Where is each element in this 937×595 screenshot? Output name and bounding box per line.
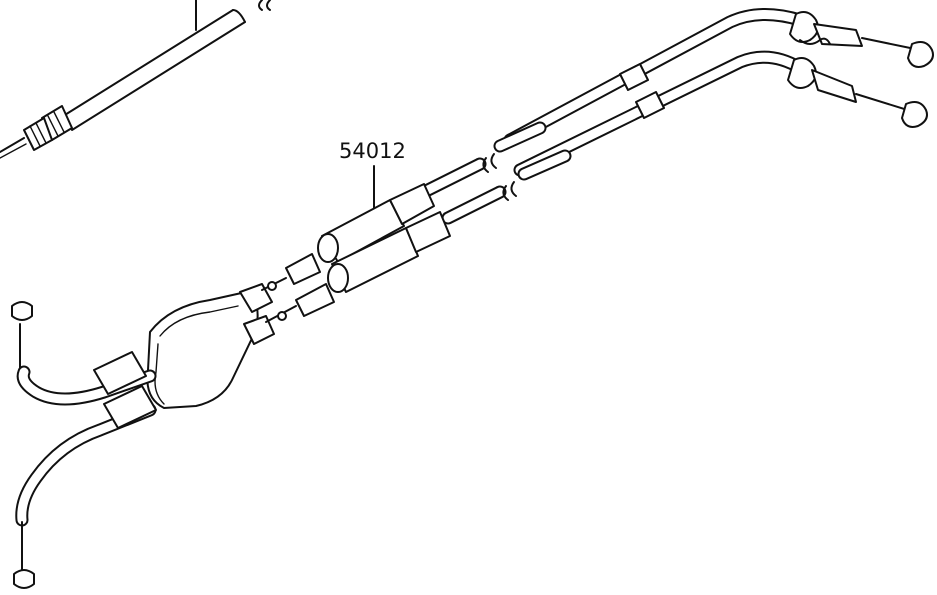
part-callout: 54012 [339,139,406,211]
part-number-label: 54012 [339,139,406,163]
cable-end-fitting [0,105,73,159]
cable-adjusters [285,183,451,317]
carb-side-cable-ends [11,301,157,589]
upper-left-cable [0,0,271,159]
cable-junction-box [146,277,297,409]
handlebar-cable-ends [503,7,934,177]
middle-cable-segments [421,121,572,225]
